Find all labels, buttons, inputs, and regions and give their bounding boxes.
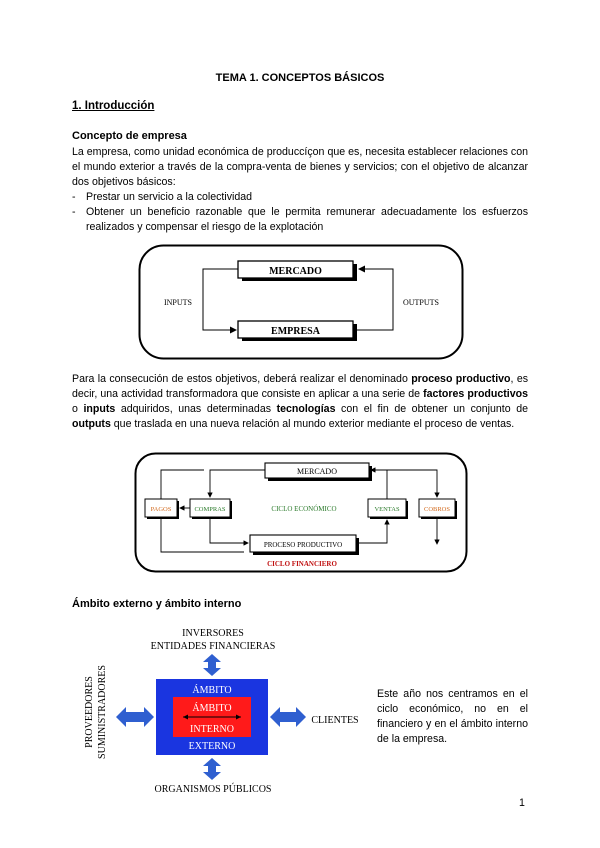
subheading-ambito: Ámbito externo y ámbito interno — [72, 598, 242, 610]
proceso-label: PROCESO PRODUCTIVO — [264, 541, 342, 549]
proceso-box — [249, 534, 357, 553]
proceso-paragraph: Para la consecución de estos objetivos, … — [72, 372, 528, 432]
subheading-concepto-empresa: Concepto de empresa — [72, 130, 187, 142]
para-text: Para la consecución de estos objetivos, … — [72, 373, 412, 385]
label-organismos-publicos: ORGANISMOS PÚBLICOS — [155, 783, 272, 795]
term-inputs: inputs — [83, 403, 116, 415]
para-text: o — [72, 403, 84, 415]
bullet-text: Obtener un beneficio razonable que le pe… — [86, 206, 528, 233]
diagram-ciclos: MERCADO PAGOS COMPRAS CICLO ECONÓMICO VE… — [134, 452, 468, 573]
ambito-externo-top-label: ÁMBITO — [192, 684, 231, 696]
arrow-pagos-bottom — [160, 517, 244, 553]
empresa-label: EMPRESA — [271, 326, 321, 337]
label-clientes: CLIENTES — [311, 715, 358, 726]
outputs-label: OUTPUTS — [403, 298, 439, 307]
arrow-bottom-double — [203, 758, 221, 780]
para-text: con el fin de obtener un conjunto de — [335, 403, 528, 415]
page-number: 1 — [519, 797, 525, 809]
arrow-mercado-cobros — [369, 469, 440, 498]
mercado-label: MERCADO — [269, 266, 322, 277]
arrow-outputs — [357, 265, 394, 331]
compras-label: COMPRAS — [194, 506, 225, 513]
diagram-ambitos: INVERSORES ENTIDADES FINANCIERAS PROVEED… — [84, 628, 359, 795]
pagos-label: PAGOS — [151, 506, 172, 513]
concepto-paragraph: La empresa, como unidad económica de pro… — [72, 146, 528, 188]
term-proceso-productivo: proceso productivo — [411, 373, 511, 385]
bullet-text: Prestar un servicio a la colectividad — [86, 191, 253, 203]
bullet-item-2: - Obtener un beneficio razonable que le … — [72, 205, 528, 235]
ciclo-economico-label: CICLO ECONÓMICO — [271, 505, 336, 513]
arrow-mercado-compras — [207, 469, 265, 498]
bullet-dash: - — [72, 206, 76, 218]
section-heading-introduccion: 1. Introducción — [72, 100, 155, 112]
term-factores-productivos: factores productivos — [423, 388, 528, 400]
cobros-label: COBROS — [424, 506, 450, 513]
para-text: adquiridos, unas determinadas — [115, 403, 277, 415]
diagram-mercado-empresa: MERCADO EMPRESA INPUTS OUTPUTS — [138, 244, 464, 360]
inner-arrow-right-head — [236, 714, 241, 720]
empresa-box — [237, 320, 354, 339]
diagram2-frame — [134, 452, 468, 573]
arrow-top-double — [203, 654, 221, 676]
inner-arrow-left-head — [183, 714, 188, 720]
ambito-externo-bottom-label: EXTERNO — [189, 741, 236, 752]
inputs-label: INPUTS — [164, 298, 192, 307]
bullet-dash: - — [72, 191, 76, 203]
ambito-interno-top-label: ÁMBITO — [192, 702, 231, 714]
label-inversores: INVERSORES — [182, 628, 244, 639]
label-proveedores: PROVEEDORES — [84, 676, 95, 748]
para-text: , es decir, una actividad transformadora… — [72, 373, 529, 400]
arrow-pagos-top — [160, 469, 204, 499]
ambito-interno-bottom-label: INTERNO — [190, 724, 234, 735]
arrow-compras-proceso — [209, 517, 249, 546]
mercado2-label: MERCADO — [297, 467, 337, 476]
ventas-label: VENTAS — [374, 506, 400, 513]
label-entidades-financieras: ENTIDADES FINANCIERAS — [151, 641, 276, 652]
arrow-proceso-ventas — [356, 519, 390, 544]
term-tecnologias: tecnologías — [276, 403, 336, 415]
ciclo-financiero-label: CICLO FINANCIERO — [267, 560, 337, 568]
para-text: que traslada en una nueva relación al mu… — [110, 418, 515, 430]
side-note: Este año nos centramos en el ciclo econó… — [377, 688, 528, 745]
mercado2-box — [264, 462, 370, 479]
page-title: TEMA 1. CONCEPTOS BÁSICOS — [215, 72, 385, 84]
label-suministradores: SUMINISTRADORES — [97, 665, 108, 759]
term-outputs: outputs — [72, 418, 111, 430]
arrow-inputs — [202, 268, 238, 334]
arrow-left-double — [116, 707, 154, 727]
arrow-right-double — [270, 707, 306, 727]
